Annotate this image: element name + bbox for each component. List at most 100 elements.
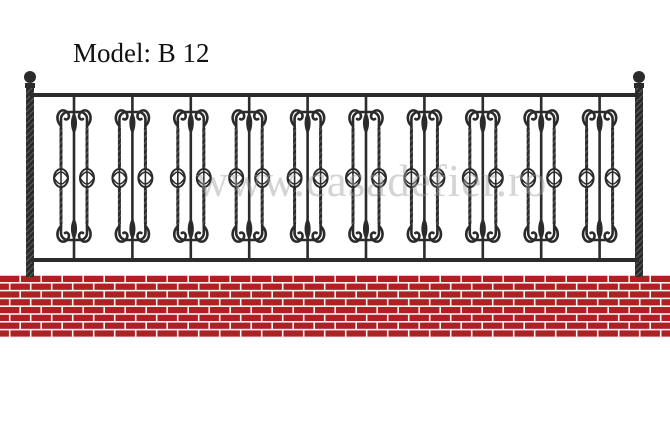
bottom-leaf — [597, 218, 603, 240]
bottom-leaf — [188, 218, 194, 240]
brick — [200, 330, 219, 336]
brick — [147, 307, 166, 313]
brick — [357, 323, 376, 329]
brick — [200, 315, 219, 321]
brick — [609, 307, 628, 313]
brick — [284, 299, 303, 305]
brick — [105, 307, 124, 313]
brick — [0, 307, 19, 313]
bottom-leaf — [129, 218, 135, 240]
brick — [147, 323, 166, 329]
brick — [315, 291, 334, 297]
brick — [599, 284, 618, 290]
brick — [84, 307, 103, 313]
brick — [336, 276, 355, 282]
brick — [546, 323, 565, 329]
brick — [420, 291, 439, 297]
brick — [273, 307, 292, 313]
brick — [179, 284, 198, 290]
brick — [0, 330, 9, 336]
brick — [231, 323, 250, 329]
brick — [42, 307, 61, 313]
brick — [473, 330, 492, 336]
brick — [452, 315, 471, 321]
brick — [53, 299, 72, 305]
bottom-leaf — [246, 218, 252, 240]
brick — [641, 284, 660, 290]
brick — [462, 276, 481, 282]
brick — [588, 307, 607, 313]
brick — [620, 299, 639, 305]
top-leaf — [129, 112, 135, 134]
brick — [420, 323, 439, 329]
brick — [242, 330, 261, 336]
bottom-leaf — [421, 218, 427, 240]
brick — [221, 330, 240, 336]
brick — [389, 330, 408, 336]
brick — [315, 307, 334, 313]
brick — [494, 299, 513, 305]
brick — [305, 315, 324, 321]
brick — [137, 299, 156, 305]
right-post — [635, 86, 643, 277]
brick — [84, 323, 103, 329]
brick — [588, 323, 607, 329]
brick — [578, 330, 597, 336]
brick — [504, 307, 523, 313]
brick — [116, 330, 135, 336]
brick — [252, 291, 271, 297]
brick — [368, 315, 387, 321]
brick — [158, 330, 177, 336]
brick — [273, 276, 292, 282]
brick — [168, 291, 187, 297]
brick — [0, 299, 9, 305]
brick — [347, 330, 366, 336]
brick — [294, 291, 313, 297]
brick — [294, 307, 313, 313]
brick — [326, 284, 345, 290]
brick — [389, 299, 408, 305]
brick — [294, 323, 313, 329]
brick — [578, 284, 597, 290]
brick — [0, 323, 19, 329]
brick — [473, 299, 492, 305]
brick — [620, 315, 639, 321]
brick — [95, 284, 114, 290]
brick — [620, 284, 639, 290]
brick — [252, 307, 271, 313]
basket-knot — [547, 169, 561, 187]
brick — [546, 276, 565, 282]
brick — [536, 299, 555, 305]
basket-knot — [54, 169, 68, 187]
brick — [557, 284, 576, 290]
bottom-leaf — [71, 218, 77, 240]
brick — [0, 276, 19, 282]
brick — [431, 284, 450, 290]
bottom-leaf — [480, 218, 486, 240]
brick — [452, 330, 471, 336]
post-finial — [24, 71, 36, 83]
brick — [599, 299, 618, 305]
brick — [0, 315, 9, 321]
brick — [641, 299, 660, 305]
brick — [599, 330, 618, 336]
brick — [378, 323, 397, 329]
brick — [651, 323, 670, 329]
brick — [116, 284, 135, 290]
brick — [641, 330, 660, 336]
brick — [326, 315, 345, 321]
brick — [179, 299, 198, 305]
brick — [336, 323, 355, 329]
brick — [63, 307, 82, 313]
brick — [347, 299, 366, 305]
top-leaf — [538, 112, 544, 134]
brick — [525, 307, 544, 313]
brick — [420, 307, 439, 313]
brick — [609, 291, 628, 297]
brick — [641, 315, 660, 321]
brick — [11, 284, 30, 290]
brick — [147, 291, 166, 297]
brick — [462, 323, 481, 329]
brick — [378, 291, 397, 297]
post-collar — [634, 83, 644, 88]
